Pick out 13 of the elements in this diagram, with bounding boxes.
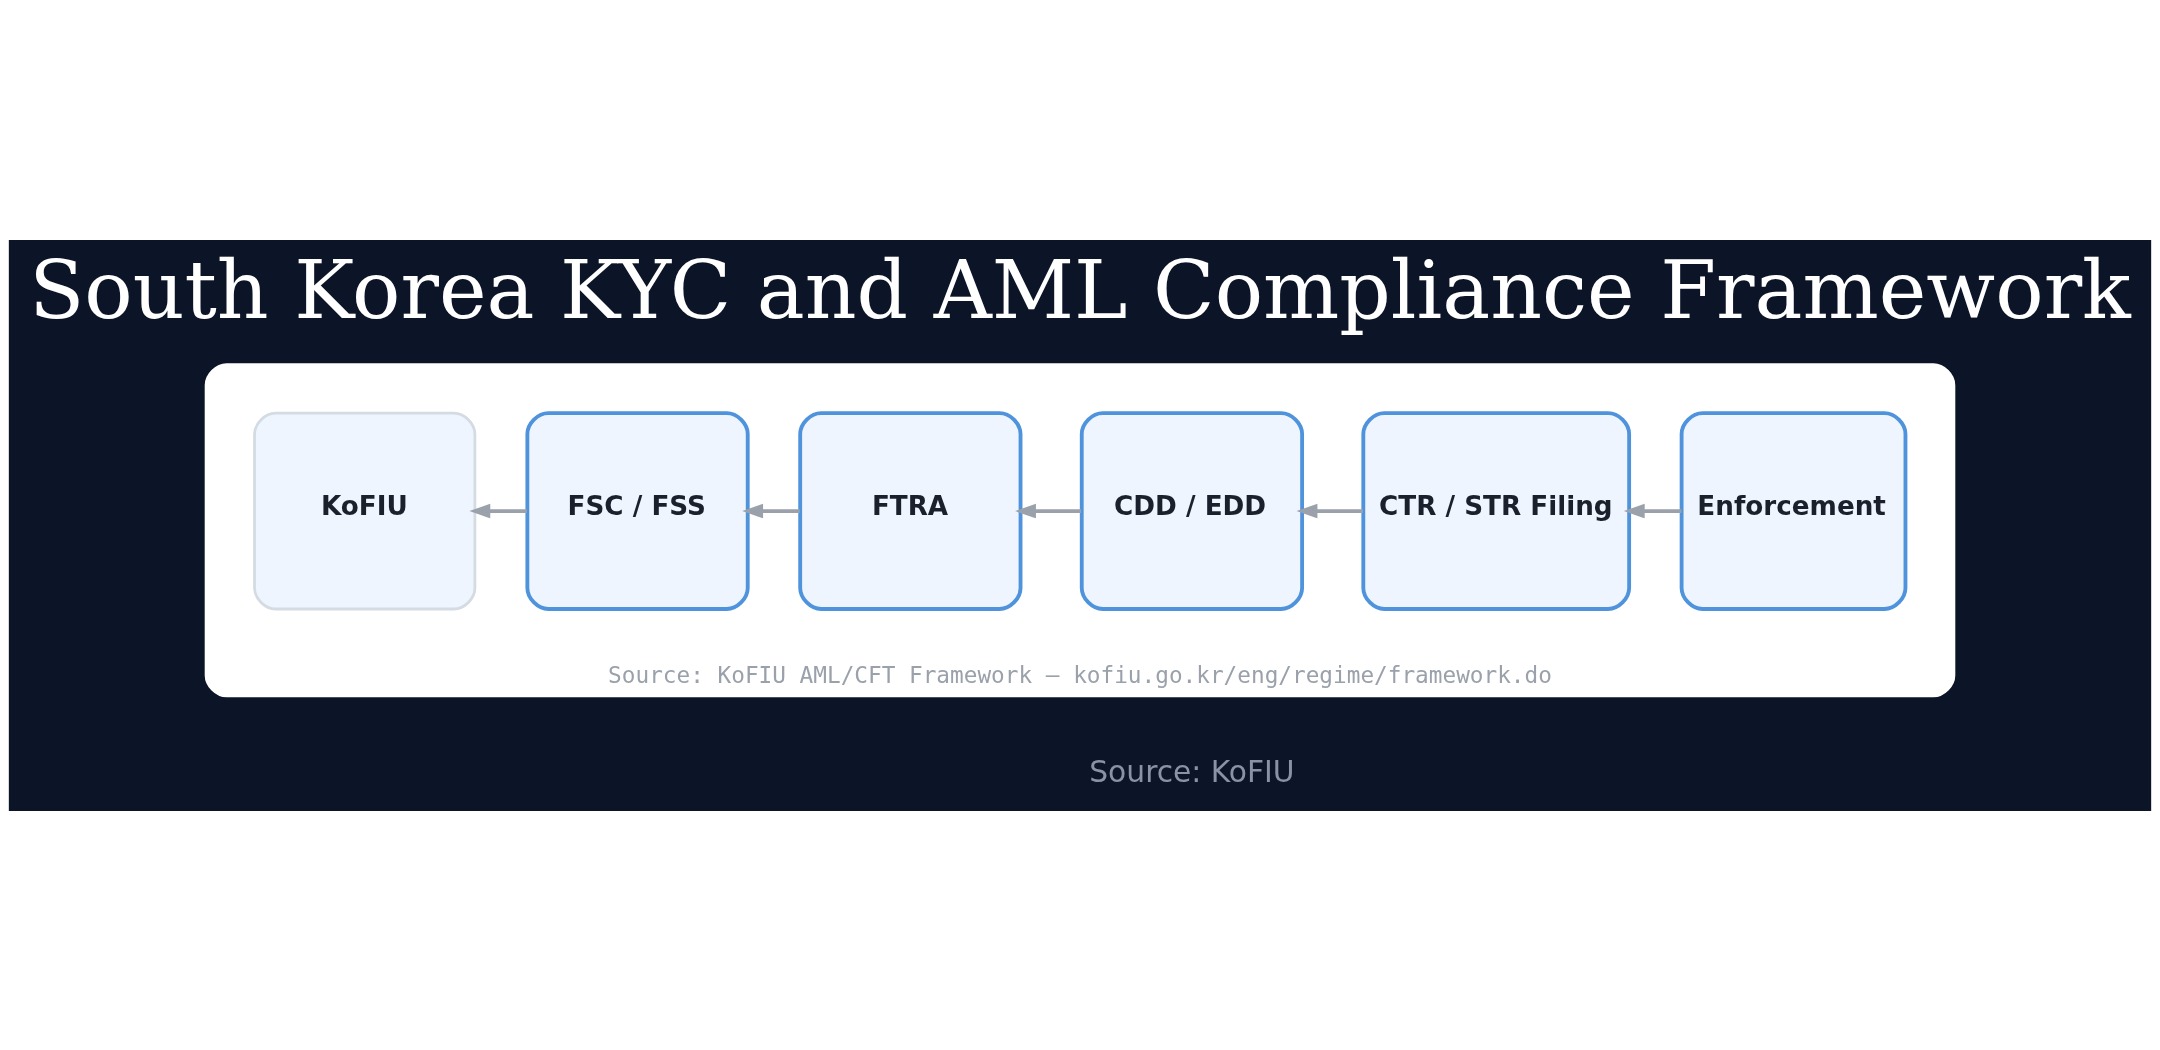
node-box: KoFIU: [253, 411, 477, 610]
node-box: CTR / STR Filing: [1361, 410, 1632, 611]
node-box: FSC / FSS: [525, 410, 750, 611]
label: Source: KoFIU: [1089, 753, 1295, 789]
arrow: [469, 503, 528, 518]
arrow: [1296, 503, 1363, 518]
diagram-title: South Korea KYC and AML Compliance Framework: [29, 242, 2131, 337]
arrow: [1015, 503, 1082, 518]
node-box: Enforcement: [1679, 410, 1908, 611]
arrow: [742, 503, 800, 518]
node-box: CDD / EDD: [1079, 410, 1305, 611]
node-box: FTRA: [798, 410, 1023, 611]
arrow: [1623, 503, 1682, 518]
